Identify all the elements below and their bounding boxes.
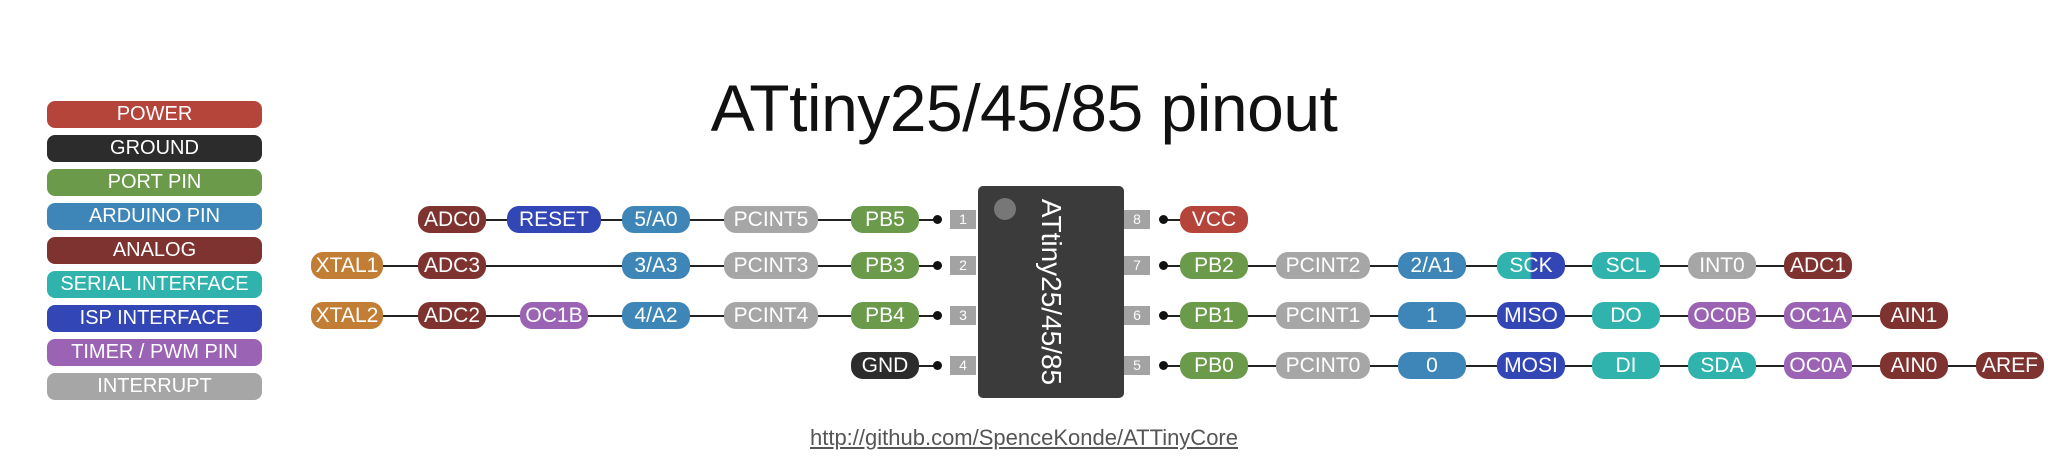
pin-number-8: 8 xyxy=(1124,210,1150,229)
pin6-ain1: AIN1 xyxy=(1880,302,1948,329)
legend-port-pin: PORT PIN xyxy=(47,169,262,196)
pin6-do: DO xyxy=(1592,302,1660,329)
pin3-timer: OC1B xyxy=(520,302,588,329)
pin-number-5: 5 xyxy=(1124,356,1150,375)
legend-analog: ANALOG xyxy=(47,237,262,264)
pin1-dot xyxy=(933,215,942,224)
pin1-reset: RESET xyxy=(507,206,601,233)
pin7-arduino: 2/A1 xyxy=(1398,252,1466,279)
pin5-port: PB0 xyxy=(1180,352,1248,379)
pin7-port: PB2 xyxy=(1180,252,1248,279)
pin5-sda: SDA xyxy=(1688,352,1756,379)
pin3-dot xyxy=(933,311,942,320)
pin4-dot xyxy=(933,361,942,370)
legend-interrupt: INTERRUPT xyxy=(47,373,262,400)
chip-label: ATtiny25/45/85 xyxy=(1036,198,1067,386)
pin-number-2: 2 xyxy=(950,256,976,275)
legend-isp-interface: ISP INTERFACE xyxy=(47,305,262,332)
legend-serial-interface: SERIAL INTERFACE xyxy=(47,271,262,298)
pin-number-7: 7 xyxy=(1124,256,1150,275)
pin2-arduino: 3/A3 xyxy=(622,252,690,279)
pin2-pcint: PCINT3 xyxy=(724,252,818,279)
pin2-xtal: XTAL1 xyxy=(311,252,383,279)
legend: POWER GROUND PORT PIN ARDUINO PIN ANALOG… xyxy=(47,101,262,407)
pin5-di: DI xyxy=(1592,352,1660,379)
pin1-arduino: 5/A0 xyxy=(622,206,690,233)
pin8-dot xyxy=(1159,215,1168,224)
pin6-port: PB1 xyxy=(1180,302,1248,329)
pin1-indicator-icon xyxy=(994,198,1016,220)
pin7-pcint: PCINT2 xyxy=(1276,252,1370,279)
pin1-adc0: ADC0 xyxy=(418,206,486,233)
legend-ground: GROUND xyxy=(47,135,262,162)
pin6-oc1a: OC1A xyxy=(1784,302,1852,329)
page-title: ATtiny25/45/85 pinout xyxy=(710,71,1338,145)
pin7-scl: SCL xyxy=(1592,252,1660,279)
pin7-adc: ADC1 xyxy=(1784,252,1852,279)
source-link[interactable]: http://github.com/SpenceKonde/ATTinyCore xyxy=(809,425,1238,450)
pin1-pcint: PCINT5 xyxy=(724,206,818,233)
pin5-pcint: PCINT0 xyxy=(1276,352,1370,379)
pin3-adc: ADC2 xyxy=(418,302,486,329)
pin5-ain0: AIN0 xyxy=(1880,352,1948,379)
pin6-dot xyxy=(1159,311,1168,320)
pin-number-4: 4 xyxy=(950,356,976,375)
pin3-arduino: 4/A2 xyxy=(622,302,690,329)
pin5-mosi: MOSI xyxy=(1497,352,1565,379)
legend-timer-pwm-pin: TIMER / PWM PIN xyxy=(47,339,262,366)
pin5-oc0a: OC0A xyxy=(1784,352,1852,379)
pin1-port: PB5 xyxy=(851,206,919,233)
pin7-line xyxy=(1162,265,1822,267)
pin3-port: PB4 xyxy=(851,302,919,329)
pin6-pcint: PCINT1 xyxy=(1276,302,1370,329)
pin6-oc0b: OC0B xyxy=(1688,302,1756,329)
pin7-sck: SCK xyxy=(1497,252,1565,279)
pin-number-1: 1 xyxy=(950,210,976,229)
pin3-pcint: PCINT4 xyxy=(724,302,818,329)
pin8-vcc: VCC xyxy=(1180,206,1248,233)
pin6-miso: MISO xyxy=(1497,302,1565,329)
pin5-dot xyxy=(1159,361,1168,370)
chip-body: ATtiny25/45/85 xyxy=(978,186,1124,398)
pin7-dot xyxy=(1159,261,1168,270)
pin3-xtal: XTAL2 xyxy=(311,302,383,329)
pin-number-6: 6 xyxy=(1124,306,1150,325)
pin6-arduino: 1 xyxy=(1398,302,1466,329)
pin5-arduino: 0 xyxy=(1398,352,1466,379)
pin4-gnd: GND xyxy=(851,352,919,379)
legend-power: POWER xyxy=(47,101,262,128)
pin5-aref: AREF xyxy=(1976,352,2044,379)
pin-number-3: 3 xyxy=(950,306,976,325)
pin2-dot xyxy=(933,261,942,270)
pin7-int0: INT0 xyxy=(1688,252,1756,279)
pin1-line xyxy=(450,219,940,221)
legend-arduino-pin: ARDUINO PIN xyxy=(47,203,262,230)
pin2-port: PB3 xyxy=(851,252,919,279)
pin2-adc: ADC3 xyxy=(418,252,486,279)
